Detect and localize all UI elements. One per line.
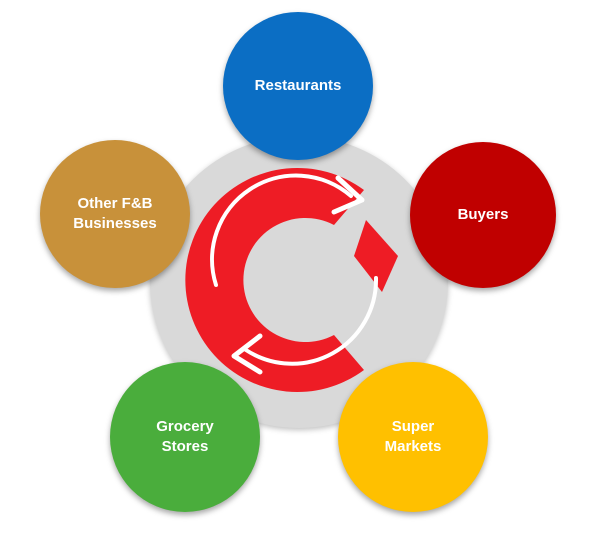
red-cycle-ring (185, 168, 364, 392)
node-super-markets-label-line-1: Super (391, 418, 435, 435)
node-other-fb-businesses-label: Other F&B Businesses (73, 194, 156, 234)
node-other-fb-businesses-label-line-1: Other F&B (77, 195, 153, 212)
lower-arrow-stroke (244, 276, 379, 366)
node-restaurants-label: Restaurants (255, 76, 342, 96)
node-grocery-stores: Grocery Stores (110, 362, 260, 512)
upper-arrow-stroke (210, 173, 353, 287)
node-super-markets-label: Super Markets (385, 417, 442, 457)
red-ring-tip (354, 220, 398, 292)
node-super-markets-label-line-2: Markets (384, 438, 442, 455)
upper-arrow-head (331, 175, 365, 215)
node-other-fb-businesses: Other F&B Businesses (40, 140, 190, 288)
node-grocery-stores-label-line-2: Stores (161, 438, 209, 455)
node-buyers-label: Buyers (458, 205, 509, 225)
node-restaurants-label-line-1: Restaurants (254, 77, 342, 94)
node-buyers: Buyers (410, 142, 556, 288)
node-buyers-label-line-1: Buyers (457, 206, 509, 223)
node-grocery-stores-label: Grocery Stores (156, 417, 214, 457)
node-other-fb-businesses-label-line-2: Businesses (73, 215, 157, 232)
node-grocery-stores-label-line-1: Grocery (156, 418, 214, 435)
circular-refresh-arrows-icon (185, 168, 398, 392)
lower-arrow-head (231, 333, 263, 375)
node-restaurants: Restaurants (223, 12, 373, 160)
node-super-markets: Super Markets (338, 362, 488, 512)
